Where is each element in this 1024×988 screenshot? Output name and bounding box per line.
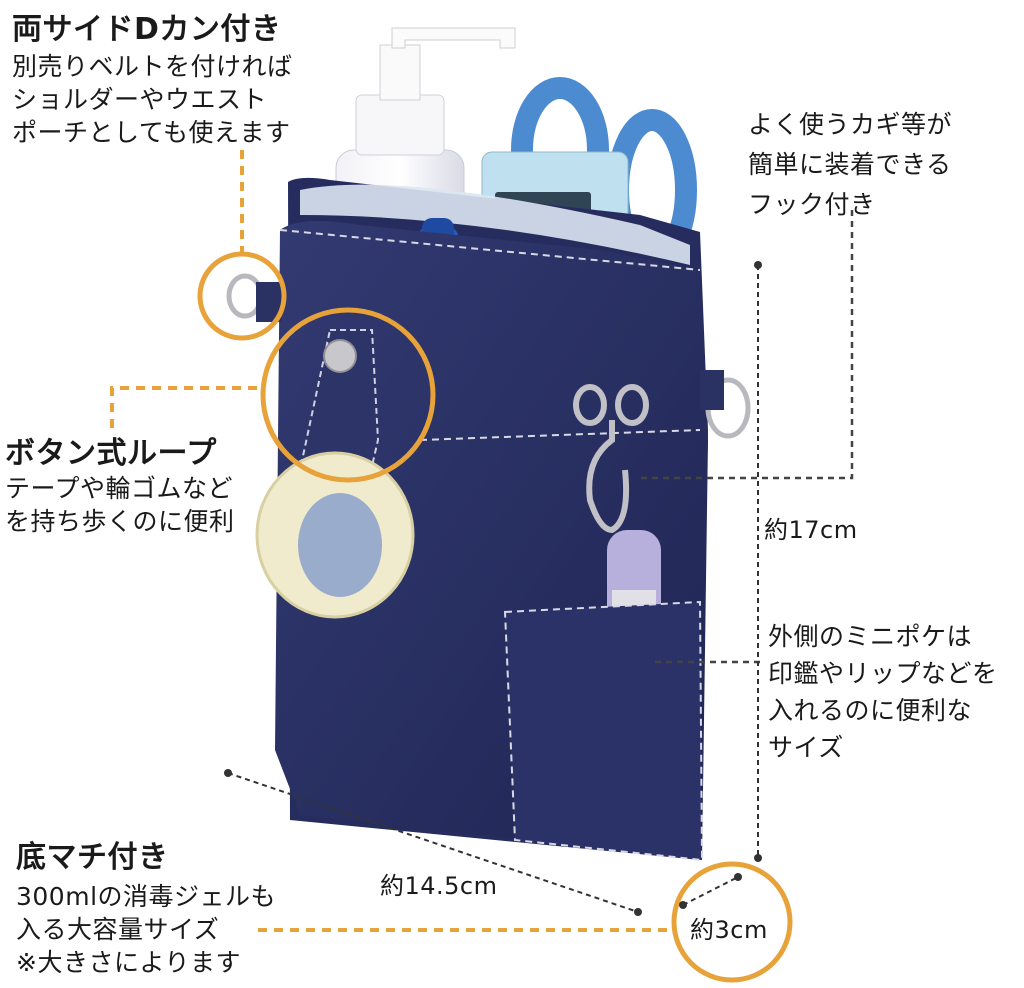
snap-button — [323, 339, 357, 373]
d-ring-callout: 両サイドDカン付き 別売りベルトを付ければ ショルダーやウエスト ポーチとしても… — [12, 4, 293, 149]
hook-callout-line: よく使うカギ等が — [748, 110, 953, 139]
depth-highlight-circle — [671, 861, 793, 983]
d-ring-callout-title: 両サイドDカン付き — [12, 12, 282, 47]
width-dimension-label: 約14.5cm — [380, 872, 498, 900]
button-loop-highlight-circle — [260, 307, 436, 483]
mini-pocket-callout-line: 印鑑やリップなどを — [768, 659, 998, 688]
gusset-callout-title: 底マチ付き — [16, 840, 169, 875]
gusset-callout: 底マチ付き 300mlの消毒ジェルも 入る大容量サイズ ※大きさによります — [16, 832, 276, 979]
button-loop-callout-title: ボタン式ループ — [5, 436, 217, 471]
key-hook — [573, 384, 649, 534]
d-ring-callout-line: 別売りベルトを付ければ — [12, 52, 293, 81]
hook-callout: よく使うカギ等が 簡単に装着できる フック付き — [748, 105, 952, 225]
grey-leaders — [640, 210, 854, 664]
d-ring-callout-line: ポーチとしても使えます — [12, 118, 291, 147]
mini-pocket — [503, 600, 704, 862]
mini-pocket-callout-line: サイズ — [768, 733, 844, 762]
depth-dimension-label: 約3cm — [690, 916, 768, 944]
button-loop-callout-line: テープや輪ゴムなど — [5, 474, 234, 503]
highlight-circles — [197, 251, 793, 983]
mini-pocket-callout: 外側のミニポケは 印鑑やリップなどを 入れるのに便利な サイズ — [768, 618, 998, 766]
dimension-lines — [227, 265, 759, 913]
masking-tape — [255, 451, 415, 619]
mini-pocket-callout-line: 入れるのに便利な — [768, 696, 973, 725]
mini-pocket-callout-line: 外側のミニポケは — [768, 622, 973, 651]
d-ring-highlight-circle — [197, 251, 287, 341]
d-ring-callout-line: ショルダーやウエスト — [12, 85, 268, 114]
gusset-callout-line: 入る大容量サイズ — [16, 915, 220, 944]
orange-leaders — [110, 150, 672, 932]
button-loop-callout: ボタン式ループ テープや輪ゴムなど を持ち歩くのに便利 — [5, 428, 235, 538]
gusset-callout-line: ※大きさによります — [16, 948, 241, 977]
button-loop-callout-line: を持ち歩くのに便利 — [5, 507, 235, 536]
gusset-callout-line: 300mlの消毒ジェルも — [16, 882, 277, 911]
hook-callout-line: 簡単に装着できる — [748, 150, 952, 179]
hook-callout-line: フック付き — [748, 190, 876, 219]
height-dimension-label: 約17cm — [764, 516, 858, 544]
